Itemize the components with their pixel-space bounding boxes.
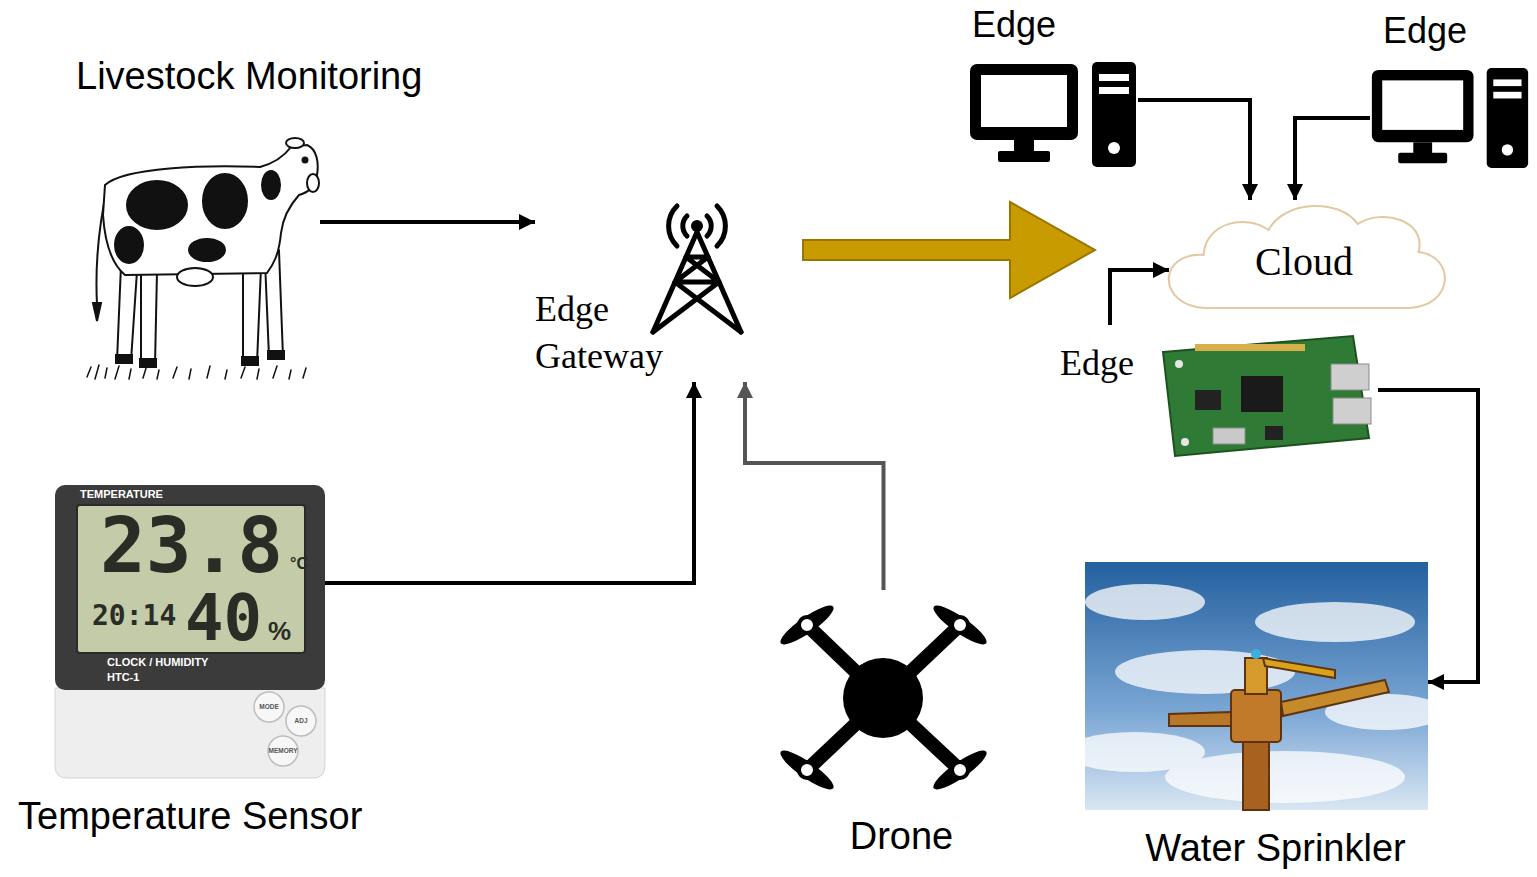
node-label: Edge [1060, 343, 1134, 384]
sprinkler-node: Water Sprinkler [1085, 562, 1428, 810]
node-label: Edge [972, 4, 1056, 45]
sprinkler-photo [1085, 562, 1428, 810]
device-label: ADJ [294, 718, 307, 725]
node-label: Water Sprinkler [1104, 828, 1447, 870]
device-label: 20:14 [92, 602, 176, 630]
node-label: Edge Gateway [535, 286, 685, 380]
connector [1110, 270, 1169, 325]
block-arrow [803, 202, 1095, 298]
device-label: HTC-1 [107, 672, 139, 683]
device-label: CLOCK / HUMIDITY [107, 657, 208, 668]
tower-icon [645, 190, 750, 340]
connector [1295, 118, 1370, 200]
device-label: MODE [259, 704, 279, 711]
connector [745, 382, 884, 590]
node-label: Temperature Sensor [18, 795, 362, 839]
device-label: 23.8 [100, 508, 283, 584]
drone-node: Drone [772, 590, 995, 805]
cow-illustration [85, 105, 320, 385]
node-label: Cloud [1165, 239, 1443, 285]
connector [320, 220, 535, 224]
connector [1138, 100, 1250, 200]
gateway-node: Edge Gateway [535, 190, 750, 382]
edge-computer-node: Edge [968, 62, 1138, 167]
livestock-node: Livestock Monitoring [85, 105, 320, 385]
node-label: Edge [1383, 10, 1467, 51]
node-label: Drone [790, 815, 1013, 859]
drone-icon [772, 590, 995, 805]
edge-device-node: Edge [1060, 325, 1378, 462]
device-label: MEMORY [268, 748, 297, 755]
connector [325, 382, 694, 583]
edge-computer-node: Edge [1370, 68, 1530, 168]
device-label: % [268, 618, 291, 644]
device-label: TEMPERATURE [80, 489, 163, 500]
device-label: °C [290, 556, 308, 572]
circuit-board-icon [1155, 330, 1375, 460]
connector [1378, 390, 1478, 682]
device-label: 40 [185, 586, 262, 650]
node-label: Livestock Monitoring [76, 55, 422, 99]
cloud-node: Cloud [1165, 200, 1447, 312]
computer-icon [968, 62, 1138, 167]
computer-icon [1370, 68, 1530, 168]
